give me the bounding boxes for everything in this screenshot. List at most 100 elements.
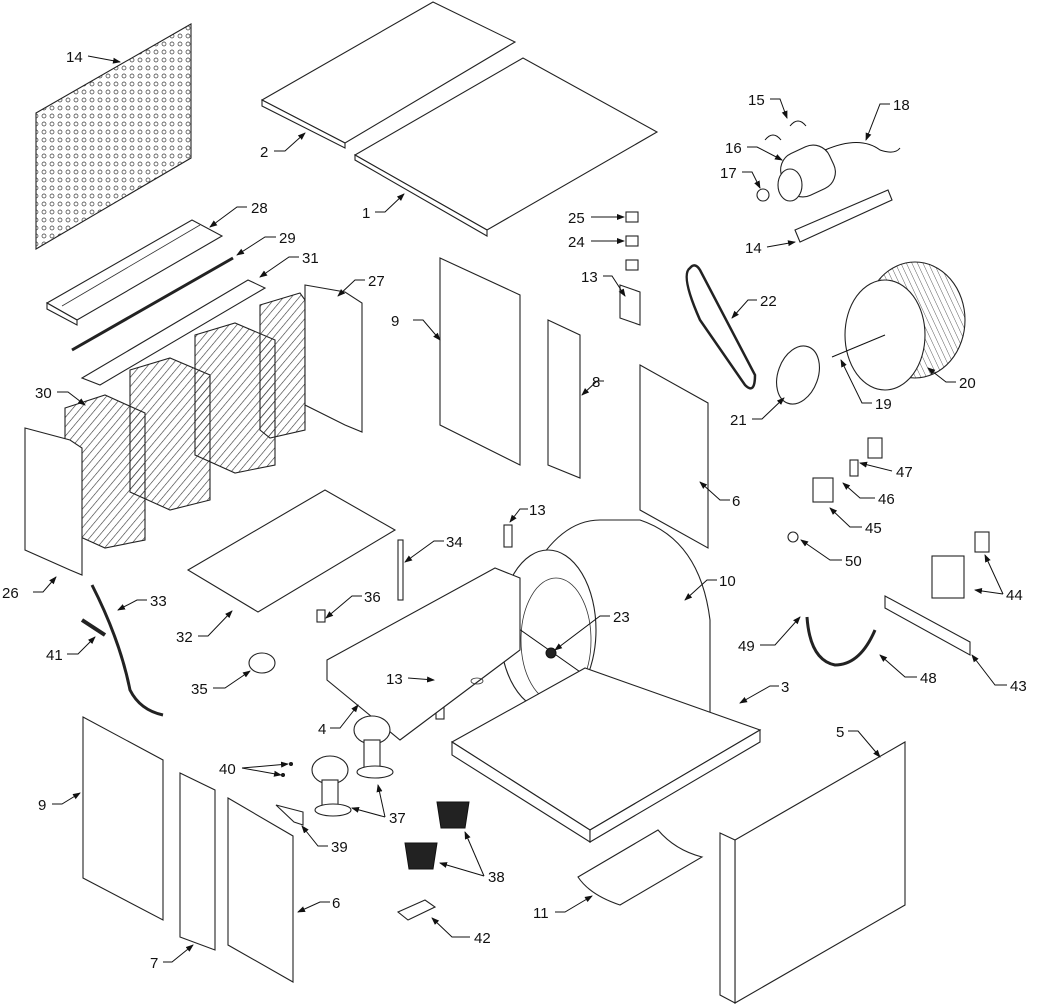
sump-pan (186, 489, 397, 613)
float-valve (248, 652, 276, 674)
callout-19: 17 (720, 165, 737, 182)
callout-8: 8 (592, 374, 600, 391)
callout-37: 35 (191, 681, 208, 698)
callout-14: 14 (66, 49, 83, 66)
callout-26: 24 (568, 234, 585, 251)
callout-47: 45 (865, 520, 882, 537)
callout-2: 2 (260, 144, 268, 161)
wire-connector-upper (625, 211, 639, 223)
callout-4: 4 (318, 721, 326, 738)
callout-1: 1 (362, 205, 370, 222)
perforated-screen (35, 23, 192, 250)
callout-38: 36 (364, 589, 381, 606)
callout-44: 42 (474, 930, 491, 947)
belt (685, 264, 757, 390)
callout-39: 37 (389, 810, 406, 827)
callout-32: 30 (35, 385, 52, 402)
callout-6-lower: 6 (332, 895, 340, 912)
cooling-pads (64, 292, 306, 549)
float-clip (316, 609, 326, 623)
wire-connector-lower (625, 235, 639, 247)
cover-plate (867, 437, 883, 459)
callout-28: 26 (2, 585, 19, 602)
bushing (787, 531, 799, 543)
divider-panel (439, 257, 521, 466)
callout-15: 13 (581, 269, 598, 286)
distributor-tube (71, 256, 234, 352)
pump-bracket (275, 804, 304, 826)
corner-post (179, 772, 216, 951)
callout-18: 16 (725, 140, 742, 157)
callout-22: 20 (959, 375, 976, 392)
callout-33: 31 (302, 250, 319, 267)
side-panel-frame-lower (227, 797, 294, 983)
callout-29: 27 (368, 273, 385, 290)
callout-5: 5 (836, 724, 844, 741)
callout-36: 34 (446, 534, 463, 551)
pumps (311, 715, 394, 817)
callout-3: 3 (781, 679, 789, 696)
callout-11: 10 (719, 573, 736, 590)
motor-clips (764, 120, 807, 141)
callout-40: 38 (488, 869, 505, 886)
blower-pulley (776, 345, 820, 405)
callout-27: 25 (568, 210, 585, 227)
callout-48: 46 (878, 491, 895, 508)
motor (777, 144, 836, 202)
cutoff-plate (577, 829, 704, 906)
flex-conduit (805, 616, 877, 667)
base-pan (326, 567, 521, 741)
callout-13-lower: 13 (386, 671, 403, 688)
callout-6-upper: 6 (732, 493, 740, 510)
bracket-upper (503, 524, 513, 548)
callout-21: 19 (875, 396, 892, 413)
top-panel-left (260, 1, 517, 149)
callout-45: 43 (1010, 678, 1027, 695)
callout-17: 15 (748, 92, 765, 109)
callout-42: 40 (219, 761, 236, 778)
top-panel-right (353, 57, 659, 237)
pad-retainer (80, 279, 267, 386)
callout-9: 9 (38, 797, 46, 814)
callout-13-upper: 13 (529, 502, 546, 519)
pad-frame-right (304, 284, 363, 433)
corner-post-upper (547, 319, 581, 479)
callout-50: 48 (920, 670, 937, 687)
callout-7: 7 (150, 955, 158, 972)
blower-base-frame (450, 667, 762, 843)
pad-frame-left (24, 427, 83, 576)
callout-24: 22 (760, 293, 777, 310)
side-panel-right (719, 741, 906, 1004)
water-distributor-trough (45, 219, 224, 326)
callout-49: 47 (896, 464, 913, 481)
junction-box (812, 477, 834, 503)
callout-30: 28 (251, 200, 268, 217)
wire-connector-lower-b (625, 259, 639, 271)
callout-10: 9 (391, 313, 399, 330)
blower-wheel (831, 261, 966, 391)
callout-34: 32 (176, 629, 193, 646)
control-box-bracket (884, 595, 971, 656)
drain-overflow (397, 539, 404, 601)
callout-43: 41 (46, 647, 63, 664)
switch (849, 459, 859, 477)
motor-cord (824, 142, 901, 153)
callout-46: 44 (1006, 587, 1023, 604)
hose-clamp (80, 618, 107, 637)
water-hose (90, 584, 164, 717)
callout-51: 49 (738, 638, 755, 655)
pump-mount-plate (396, 899, 437, 921)
motor-pulley (756, 188, 770, 202)
motor-mount (794, 189, 893, 243)
callout-31: 29 (279, 230, 296, 247)
control-box (931, 555, 965, 599)
side-panel-frame (639, 364, 709, 549)
pump-screens (404, 801, 470, 870)
control-box-label (974, 531, 990, 553)
side-panel-left (82, 716, 164, 921)
callout-41: 39 (331, 839, 348, 856)
callout-12: 11 (533, 905, 549, 922)
callout-52: 50 (845, 553, 862, 570)
callouts: 14 2 1 28 29 31 27 30 9 8 25 24 (2, 49, 1027, 972)
